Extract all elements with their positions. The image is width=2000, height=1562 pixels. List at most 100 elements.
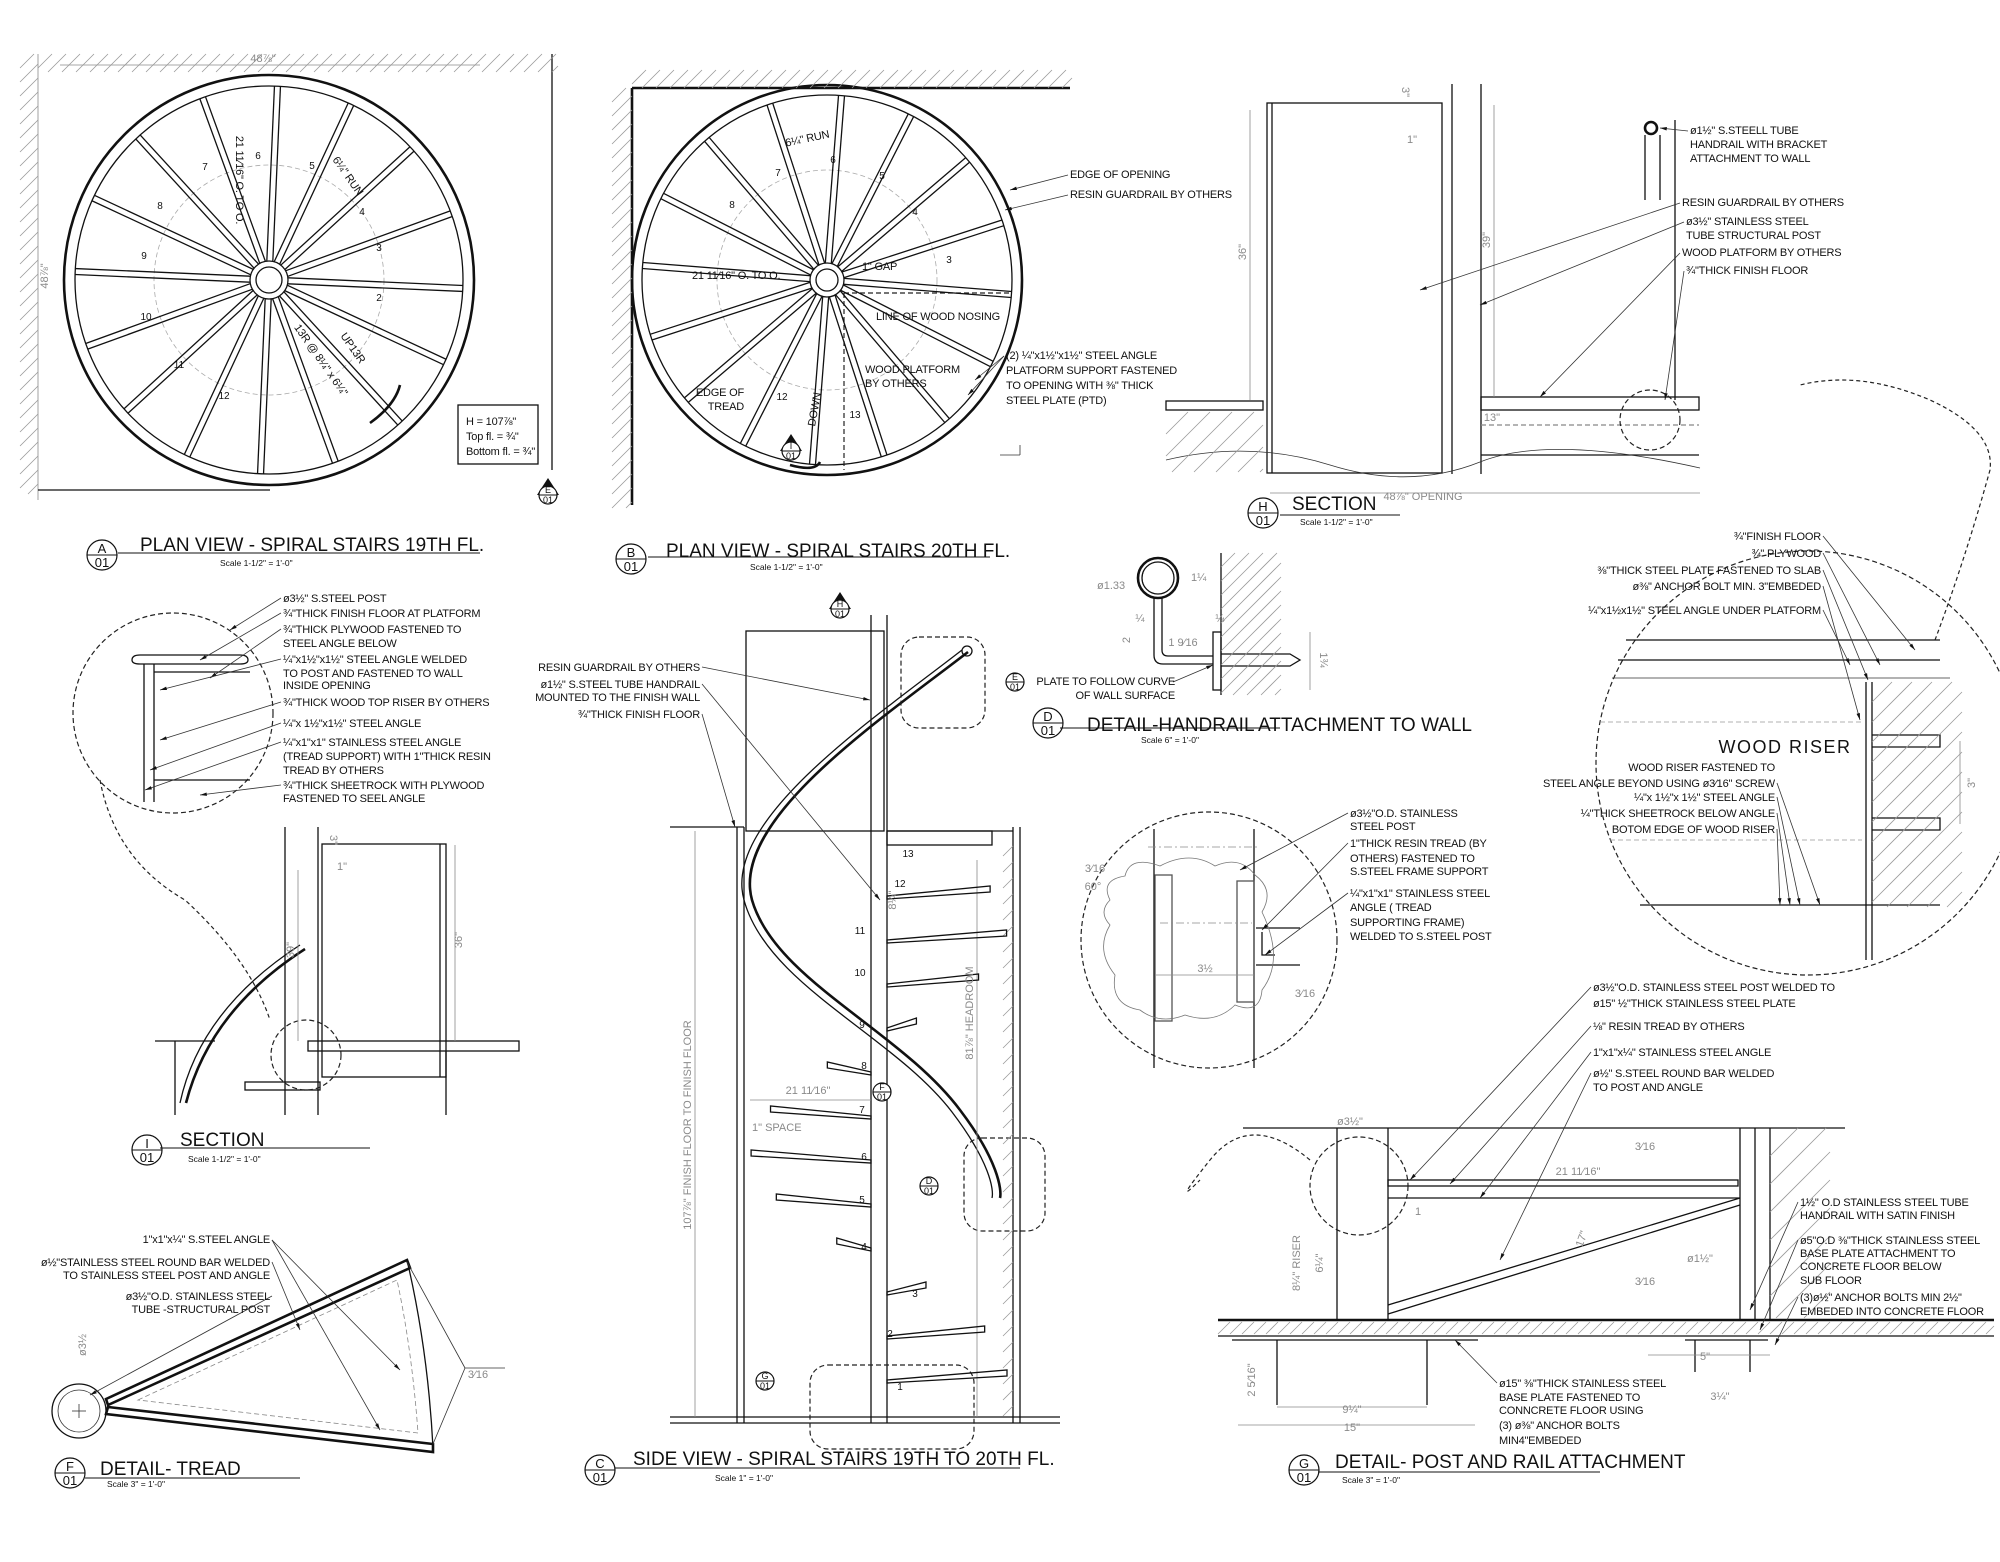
tread (886, 1325, 986, 1340)
hatch-line (1661, 1321, 1675, 1335)
hatch-line (1577, 1321, 1591, 1335)
dimension-label: 8¼" RISER (1291, 1235, 1303, 1291)
leader-line (1776, 796, 1801, 906)
callout-note: 1" GAP (862, 261, 897, 273)
arrowhead (1480, 1191, 1486, 1198)
arrowhead (1540, 390, 1546, 397)
hatch-line (1637, 1321, 1651, 1335)
detail-reference-bubble[interactable]: B01 (615, 543, 647, 575)
dimension-label: ¼ (1215, 613, 1225, 625)
hatch-line (397, 53, 417, 73)
hatch-line (19, 469, 39, 489)
tread-number: 5 (859, 1195, 865, 1206)
hatch-line (1325, 1321, 1339, 1335)
tread-edge (824, 95, 840, 263)
hatch-line (1469, 1321, 1483, 1335)
hatch-line (1301, 1321, 1315, 1335)
hatch-line (1421, 1321, 1435, 1335)
hatch-line (1457, 1321, 1471, 1335)
bubble-letter: B (627, 545, 636, 560)
leader-line (199, 784, 282, 796)
detail-reference-bubble[interactable]: H01 (829, 592, 851, 619)
arrowhead (1450, 1177, 1456, 1184)
hatch-line (1260, 674, 1282, 696)
view-title: SIDE VIEW - SPIRAL STAIRS 19TH TO 20TH F… (633, 1449, 1055, 1470)
hatch-line (1481, 1321, 1495, 1335)
hatch-line (1002, 1229, 1014, 1241)
detail-reference-bubble[interactable]: G01 (1288, 1454, 1320, 1486)
resin-tread (1387, 1179, 1739, 1187)
leader-line (701, 666, 871, 701)
detail-reference-bubble[interactable]: F01 (872, 1082, 892, 1102)
hatch-line (611, 361, 633, 383)
callout-note: PLATFORM SUPPORT FASTENED (1006, 365, 1177, 377)
leader-line (1749, 1201, 1799, 1311)
callout-note: ¾"FINISH FLOOR (1734, 531, 1822, 543)
detail-reference-bubble[interactable]: H01 (1247, 497, 1279, 529)
detail-reference-bubble[interactable]: C01 (584, 1454, 616, 1486)
detail-reference-bubble[interactable]: E01 (1005, 672, 1025, 692)
arrowhead (731, 820, 735, 827)
hatch-line (19, 203, 39, 223)
bubble-letter: H (1258, 499, 1267, 514)
hatch-line (795, 69, 815, 89)
detail-reference-bubble[interactable]: D01 (919, 1176, 939, 1196)
detail-reference-bubble[interactable]: A01 (86, 539, 118, 571)
hatch-line (611, 249, 633, 271)
hatch-line (697, 69, 717, 89)
dimension-label: 3" (327, 835, 339, 845)
detail-reference-bubble[interactable]: G01 (755, 1371, 775, 1391)
tread-edge (139, 134, 259, 265)
hatch-line (1613, 1321, 1627, 1335)
hatch-line (467, 53, 487, 73)
hatch-line (1229, 1321, 1243, 1335)
leader-line (1776, 782, 1821, 906)
hatch-line (1769, 1235, 1831, 1297)
detail-reference-bubble[interactable]: E01 (537, 478, 559, 505)
hatch-line (1565, 1321, 1579, 1335)
hatch-line (1220, 576, 1282, 638)
hatch-line (1246, 660, 1282, 696)
dimension-label: 17" (1574, 1229, 1591, 1248)
hatch-line (1769, 1179, 1831, 1241)
callout-note: WOOD PLATFORM BY OTHERS (1682, 247, 1841, 259)
scale-label: Scale 3" = 1'-0" (1342, 1475, 1400, 1485)
hatch-line (1541, 1321, 1555, 1335)
tread-edge (843, 283, 1012, 299)
hatch-line (1871, 691, 1963, 783)
hatch-line (1002, 1405, 1014, 1417)
detail-reference-bubble[interactable]: F01 (54, 1457, 86, 1489)
detail-tread (51, 1258, 505, 1454)
callout-note: EMBEDED INTO CONCRETE FLOOR (1800, 1306, 1984, 1318)
leader-line (144, 741, 282, 791)
hatch-line (611, 305, 633, 327)
hatch-line (1817, 1321, 1831, 1335)
detail-reference-bubble[interactable]: I01 (131, 1134, 163, 1166)
hatch-line (1871, 771, 1963, 863)
dimension-label: ø3½ (77, 1334, 89, 1356)
arrowhead (394, 1363, 400, 1370)
stair-outer-rim (62, 73, 476, 487)
glass-guardrail-panel (321, 843, 447, 1078)
tread-number: 2 (376, 293, 382, 304)
tread-number: 8 (157, 201, 163, 212)
detail-reference-bubble[interactable]: I01 (780, 434, 802, 461)
leader-line (1539, 252, 1681, 398)
arrowhead (375, 1423, 380, 1430)
tread-edge (842, 219, 1003, 273)
leader-line (159, 701, 282, 741)
hatch-line (1002, 1101, 1014, 1113)
hatch-line (19, 259, 39, 279)
bubble-letter: F (66, 1459, 74, 1474)
tread (775, 1193, 872, 1208)
hatch-line (1685, 1321, 1699, 1335)
side-view-spiral-stairs (670, 615, 1060, 1450)
side-view-treads (750, 885, 1008, 1384)
hatch-line (1237, 446, 1264, 473)
tread-edge (280, 146, 411, 266)
detail-reference-bubble[interactable]: D01 (1032, 707, 1064, 739)
arrowhead (1206, 665, 1213, 670)
hatch-line (1697, 1321, 1711, 1335)
tread-edge (843, 284, 994, 362)
hatch-line (1002, 1037, 1014, 1049)
